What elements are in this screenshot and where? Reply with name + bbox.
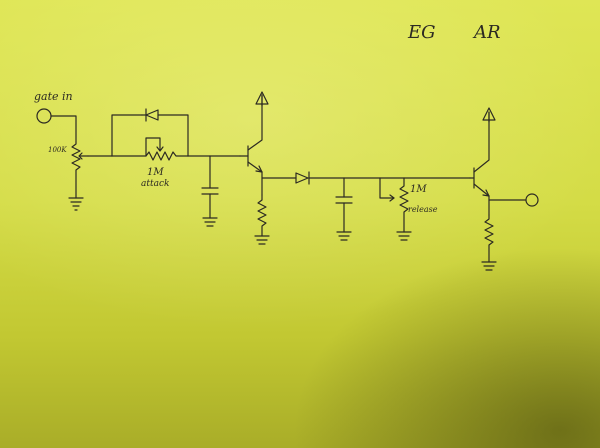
pot-100k-label: 100K <box>48 146 67 154</box>
release-label: release <box>408 205 438 214</box>
emitter-resistor <box>481 214 497 271</box>
diode-symbol <box>295 171 471 185</box>
gate-in-jack <box>36 108 77 143</box>
transistor-symbol <box>469 111 490 197</box>
title-eg: EG <box>407 22 436 43</box>
capacitor-symbol <box>201 155 219 227</box>
transistor-symbol <box>239 94 263 173</box>
attack-pot <box>111 137 189 161</box>
capacitor-symbol <box>335 177 353 241</box>
wire <box>111 114 143 157</box>
pot-100k <box>71 141 89 199</box>
ground-symbol <box>68 197 84 211</box>
gate-in-label: gate in <box>34 90 73 103</box>
attack-value-label: 1M <box>147 167 164 178</box>
attack-label: attack <box>141 179 169 189</box>
supply-arrow <box>255 91 269 107</box>
emitter-resistor <box>254 194 270 245</box>
release-pot <box>379 177 412 241</box>
release-value-label: 1M <box>410 184 427 195</box>
supply-arrow <box>482 107 496 123</box>
title-ar: AR <box>472 22 501 43</box>
diode-symbol <box>141 108 189 157</box>
output-jack <box>488 193 539 207</box>
